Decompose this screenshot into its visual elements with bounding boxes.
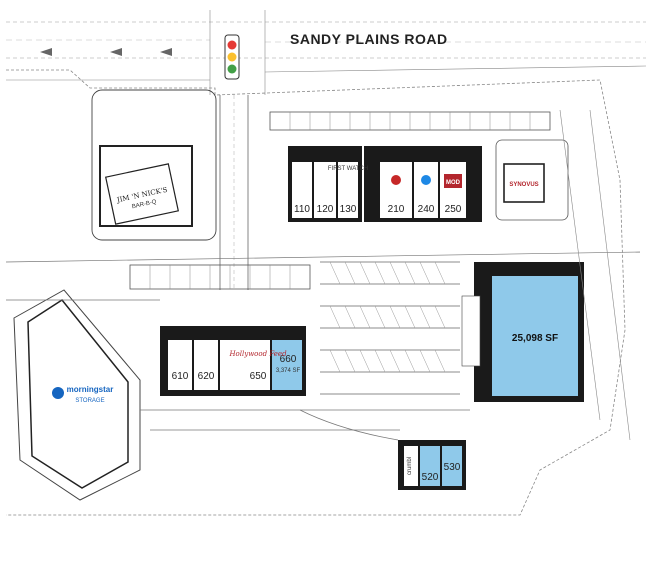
anchor-area: 25,098 SF [512,333,558,344]
jim-n-nicks-sub: BAR-B-Q [131,199,157,210]
internal-drives [5,109,641,441]
storage-name: morningstar [67,385,114,394]
main-entrance-drive [219,95,249,290]
unit-240: 240 [418,204,435,215]
tenant-hollywood-feed: Hollywood Feed [228,350,287,358]
central-parking-field [320,261,460,395]
unit-660: 660 [280,354,297,365]
traffic-light-icon [224,34,240,80]
tenant-first-watch: FIRST WATCH [328,166,368,172]
jim-n-nicks-pad: JIM 'N NICK'S BAR-B-Q [91,89,217,241]
site-boundary [6,69,626,516]
mod-logo [444,174,462,188]
tenant-mod: MOD [446,180,461,186]
tenant-crumbl: crumbl [407,457,413,475]
blue-tenant-logo [421,175,431,185]
north-retail-strip: 110 120 130 210 240 250 FIRST WATCH MOD [288,146,482,222]
tenant-synovus: SYNOVUS [509,182,538,188]
synovus-pad: SYNOVUS [495,139,569,221]
unit-660-area: 3,374 SF [276,368,301,374]
unit-250: 250 [445,204,462,215]
sandy-plains-road: SANDY PLAINS ROAD [6,10,646,95]
unit-120: 120 [317,204,334,215]
morningstar-logo [52,387,64,399]
unit-530: 530 [444,462,461,473]
south-pad: 520 530 crumbl [398,440,466,490]
road-label: SANDY PLAINS ROAD [290,31,448,47]
anchor-building: 25,098 SF [461,262,584,402]
unit-620: 620 [198,371,215,382]
unit-650: 650 [250,371,267,382]
west-parking-row [129,264,311,290]
unit-610: 610 [172,371,189,382]
red-tenant-logo [391,175,401,185]
unit-520: 520 [422,472,439,483]
north-parking-row [269,111,551,131]
unit-110: 110 [294,204,310,215]
storage-sub: STORAGE [75,398,104,404]
west-retail-strip: 610 620 650 660 3,374 SF Hollywood Feed [160,326,306,396]
unit-210: 210 [388,204,405,215]
storage-building: morningstar STORAGE [13,289,141,501]
unit-130: 130 [340,204,357,215]
